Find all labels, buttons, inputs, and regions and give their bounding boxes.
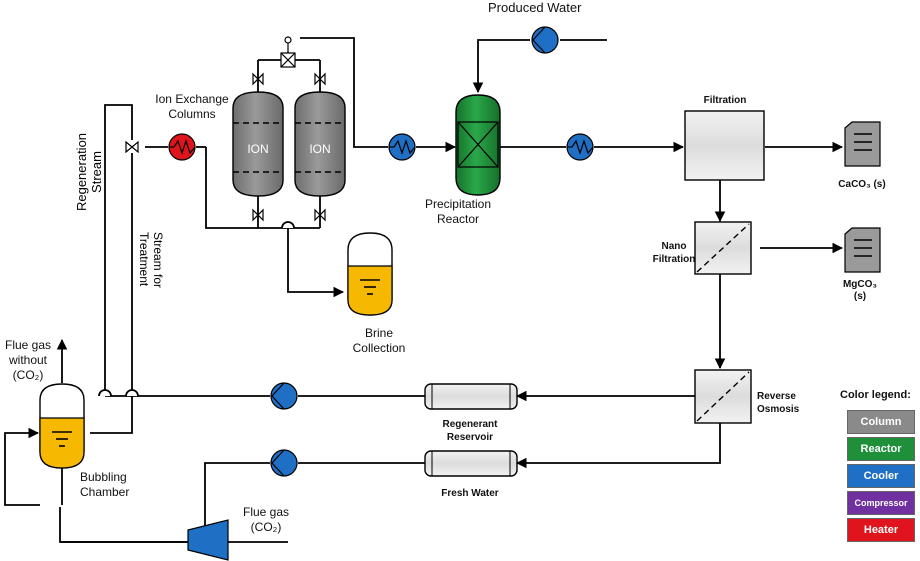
flue-gas-label: Flue gas (CO₂) <box>242 505 290 534</box>
bubbling-chamber <box>39 383 85 505</box>
fresh-water-label: Fresh Water <box>441 488 499 499</box>
produced-water-label: Produced Water <box>488 0 582 15</box>
pump-fresh-water <box>270 449 298 477</box>
fresh-water-reservoir <box>424 450 518 477</box>
pipes <box>4 37 844 543</box>
stream-for-treatment-label: Stream for Treatment <box>137 232 165 289</box>
ion-label-right: ION <box>309 142 331 156</box>
precipitation-reactor-label: Precipitation Reactor <box>424 197 492 226</box>
cooler-2 <box>566 133 594 161</box>
legend-compressor: Compressor <box>847 491 915 515</box>
brine-collection-tank <box>347 232 393 316</box>
regeneration-stream-label: Regeneration Stream <box>74 132 104 212</box>
legend-reactor: Reactor <box>847 437 915 461</box>
caco3-label: CaCO₃ (s) <box>838 179 886 190</box>
ion-column-right <box>294 91 346 197</box>
legend-column: Column <box>847 410 915 434</box>
ion-exchange-label: Ion Exchange Columns <box>155 92 229 121</box>
pump-regenerant <box>270 382 298 410</box>
mgco3-label: MgCO₃ (s) <box>842 279 878 302</box>
regenerant-reservoir-label: Regenerant Reservoir <box>442 419 498 443</box>
filtration-unit <box>684 110 765 181</box>
legend-cooler: Cooler <box>847 464 915 488</box>
filtration-label: Filtration <box>703 95 747 106</box>
pump-produced-water <box>531 26 559 54</box>
nano-filtration-unit <box>694 221 752 275</box>
precipitation-reactor <box>455 94 501 196</box>
flue-gas-without-label: Flue gas without (CO₂) <box>4 338 52 382</box>
reverse-osmosis-unit <box>694 369 752 424</box>
compressor <box>187 519 229 561</box>
bubbling-chamber-label: Bubbling Chamber <box>80 470 130 499</box>
ion-label-left: ION <box>247 142 269 156</box>
legend-heater: Heater <box>847 518 915 542</box>
brine-collection-label: Brine Collection <box>352 326 406 355</box>
heater <box>168 133 196 161</box>
legend-title: Color legend: <box>840 389 911 401</box>
caco3-collector <box>844 121 881 167</box>
reverse-osmosis-label: Reverse Osmosis <box>757 391 800 415</box>
pipe-crossovers <box>98 221 295 397</box>
ion-column-left <box>232 91 284 197</box>
valves <box>125 36 326 222</box>
regenerant-reservoir <box>424 383 518 410</box>
mgco3-collector <box>844 227 881 273</box>
cooler-1 <box>388 133 416 161</box>
nano-filtration-label: Nano Filtration <box>652 241 696 265</box>
